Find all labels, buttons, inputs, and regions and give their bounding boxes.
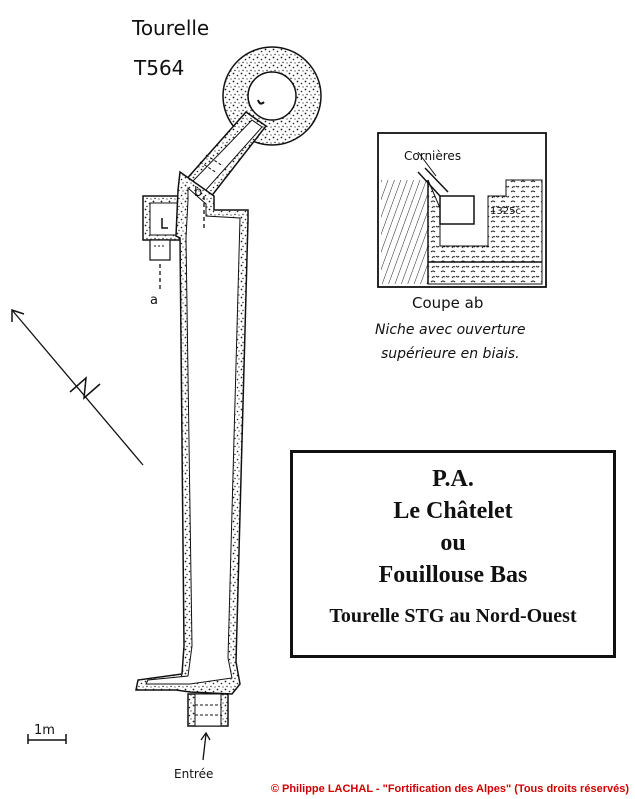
title-line-2: Le Châtelet [393, 498, 513, 524]
title-subtitle: Tourelle STG au Nord-Ouest [329, 605, 577, 627]
plan-code: T564 [133, 56, 184, 80]
section-note-line1: Niche avec ouverture [375, 322, 525, 338]
scale-bar [27, 734, 67, 744]
title-block: P.A. Le Châtelet ou Fouillouse Bas Toure… [290, 450, 616, 658]
title-line-1: P.A. [432, 466, 474, 492]
corner-label: Cornières [404, 149, 461, 163]
scale-label: 1m [34, 723, 55, 738]
title-line-4: Fouillouse Bas [378, 562, 528, 588]
section-caption: Coupe ab [412, 294, 483, 312]
section-detail [377, 132, 547, 288]
entrance-label: Entrée [174, 767, 213, 781]
north-arrow [11, 308, 144, 466]
concrete-mark: 1325c [490, 206, 521, 217]
section-point-a: a [150, 293, 158, 308]
main-gallery [135, 170, 249, 695]
section-point-b: b [194, 185, 202, 200]
side-niche [142, 195, 184, 261]
section-note-line2: supérieure en biais. [381, 346, 520, 362]
plan-title: Tourelle [131, 16, 209, 40]
section-line-ab [159, 196, 205, 290]
copyright-notice: © Philippe LACHAL - "Fortification des A… [270, 783, 629, 795]
title-line-3: ou [440, 530, 466, 556]
entrance-block [187, 693, 229, 761]
